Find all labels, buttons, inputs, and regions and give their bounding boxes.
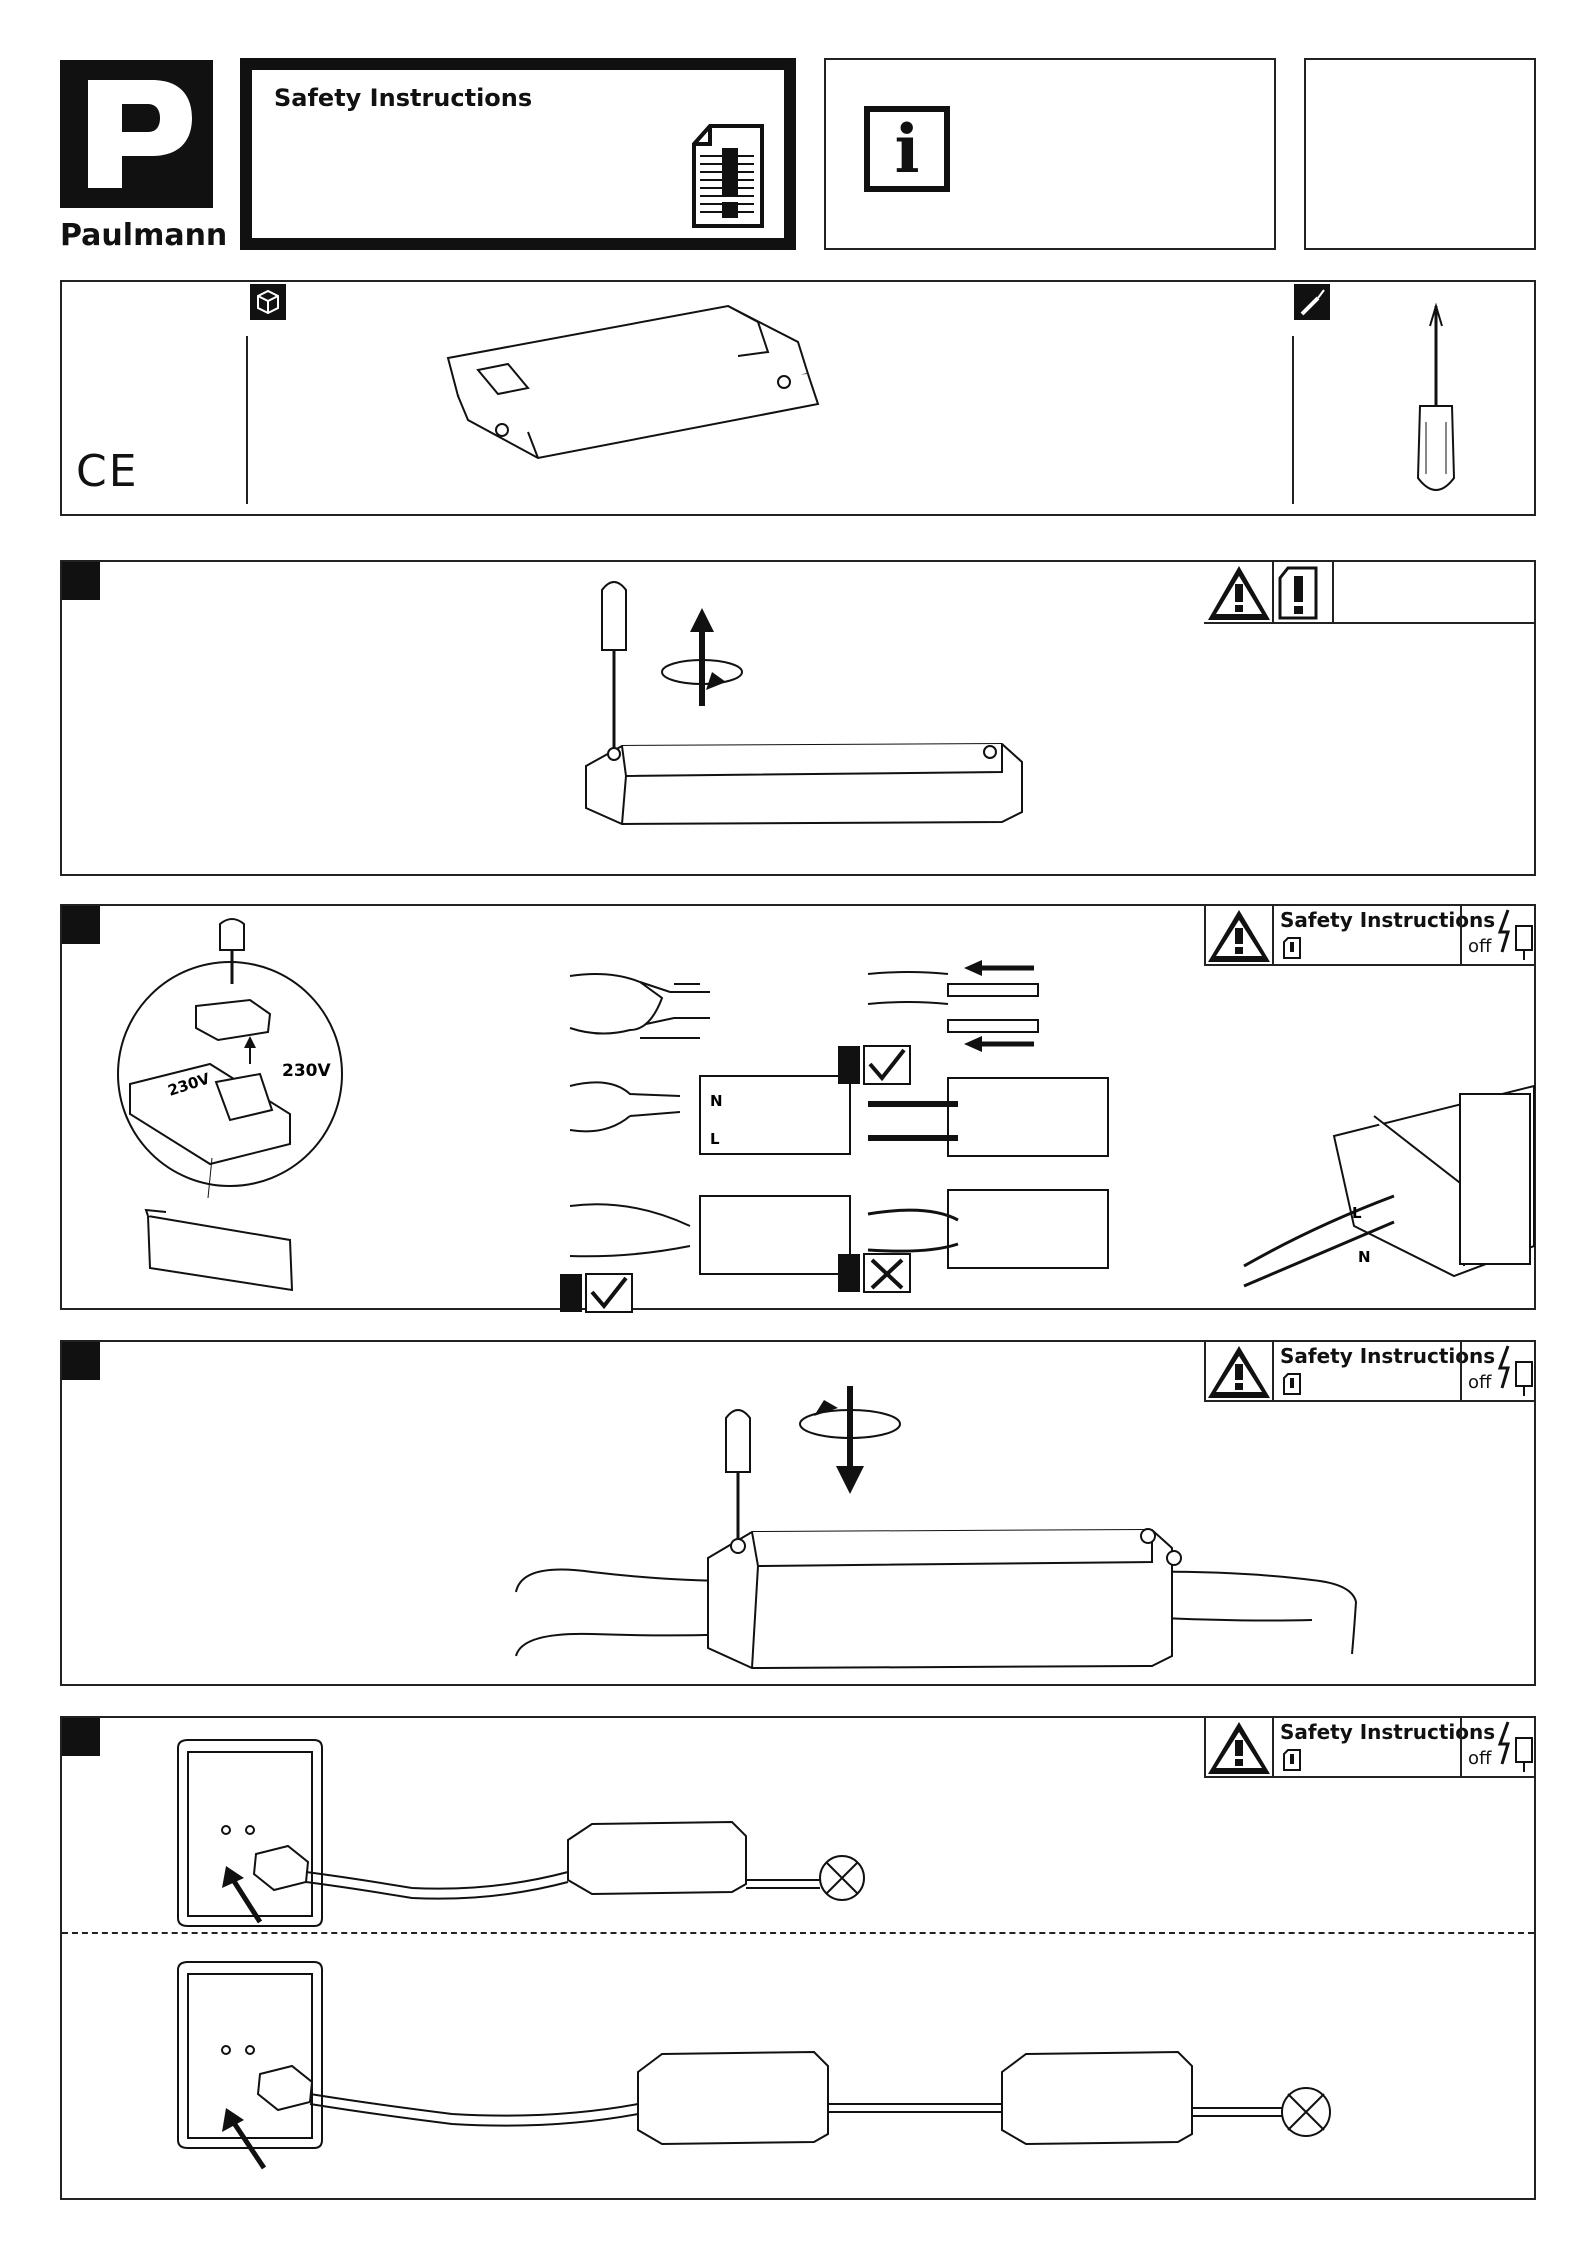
blank-box bbox=[1304, 58, 1536, 250]
safety-instructions-box: Safety Instructions bbox=[240, 58, 796, 250]
info-box: i bbox=[824, 58, 1276, 250]
power-off-icon bbox=[1496, 1720, 1536, 1776]
svg-text:L: L bbox=[1352, 1204, 1362, 1222]
step-1-safety-header bbox=[1204, 562, 1536, 624]
transformer-illustration bbox=[428, 296, 828, 496]
step-2-panel: Safety Instructions off 230V 230V bbox=[60, 904, 1536, 1310]
single-transformer-wiring bbox=[172, 1732, 1272, 1932]
power-off-label: off bbox=[1468, 1748, 1491, 1769]
svg-text:L: L bbox=[710, 1130, 720, 1148]
svg-text:230V: 230V bbox=[282, 1061, 331, 1081]
tool-icon bbox=[1294, 284, 1330, 320]
power-off-icon bbox=[1496, 908, 1536, 964]
terminal-exploded-illustration: 230V 230V bbox=[100, 914, 340, 1304]
wire-stripping-illustration: N L bbox=[550, 966, 850, 1346]
step-3-marker bbox=[62, 1342, 100, 1380]
package-icon bbox=[250, 284, 286, 320]
step-4-marker bbox=[62, 1718, 100, 1756]
attention-marker bbox=[560, 1274, 582, 1312]
info-icon: i bbox=[864, 106, 950, 192]
safety-instructions-label: Safety Instructions bbox=[1280, 1720, 1495, 1744]
right-divider bbox=[1292, 336, 1294, 504]
power-off-label: off bbox=[1468, 936, 1491, 957]
step-1-marker bbox=[62, 562, 100, 600]
step-2-marker bbox=[62, 906, 100, 944]
contents-panel: CE bbox=[60, 280, 1536, 516]
step-4-panel: Safety Instructions off bbox=[60, 1716, 1536, 2200]
step-1-illustration bbox=[582, 576, 1042, 866]
paulmann-logo bbox=[60, 60, 213, 208]
section-divider bbox=[62, 1932, 1534, 1934]
ce-mark: CE bbox=[76, 446, 139, 497]
power-off-icon bbox=[1496, 1344, 1536, 1400]
wire-insertion-illustration bbox=[848, 954, 1148, 1334]
step-3-illustration bbox=[512, 1352, 1452, 1672]
svg-text:N: N bbox=[1358, 1248, 1371, 1266]
screwdriver-icon bbox=[1406, 302, 1466, 502]
wire-connection-detail: L N bbox=[1234, 1076, 1534, 1306]
logo-p-shape bbox=[60, 60, 213, 208]
double-transformer-wiring bbox=[172, 1954, 1472, 2184]
power-off-label: off bbox=[1468, 1372, 1491, 1393]
safety-instructions-label: Safety Instructions bbox=[1280, 908, 1495, 932]
document-icon bbox=[1276, 562, 1322, 624]
attention-marker bbox=[838, 1254, 860, 1292]
step-2-safety-header: Safety Instructions off bbox=[1204, 906, 1536, 966]
left-divider bbox=[246, 336, 248, 504]
brand-name: Paulmann bbox=[60, 218, 227, 253]
attention-marker bbox=[838, 1046, 860, 1084]
warning-icon bbox=[1206, 562, 1272, 624]
document-icon bbox=[1282, 936, 1302, 960]
safety-title: Safety Instructions bbox=[274, 84, 532, 112]
warning-icon bbox=[1206, 906, 1272, 964]
step-1-panel bbox=[60, 560, 1536, 876]
svg-text:N: N bbox=[710, 1092, 723, 1110]
document-icon bbox=[1282, 1748, 1302, 1772]
document-warning-icon bbox=[690, 122, 770, 232]
step-3-panel: Safety Instructions off bbox=[60, 1340, 1536, 1686]
